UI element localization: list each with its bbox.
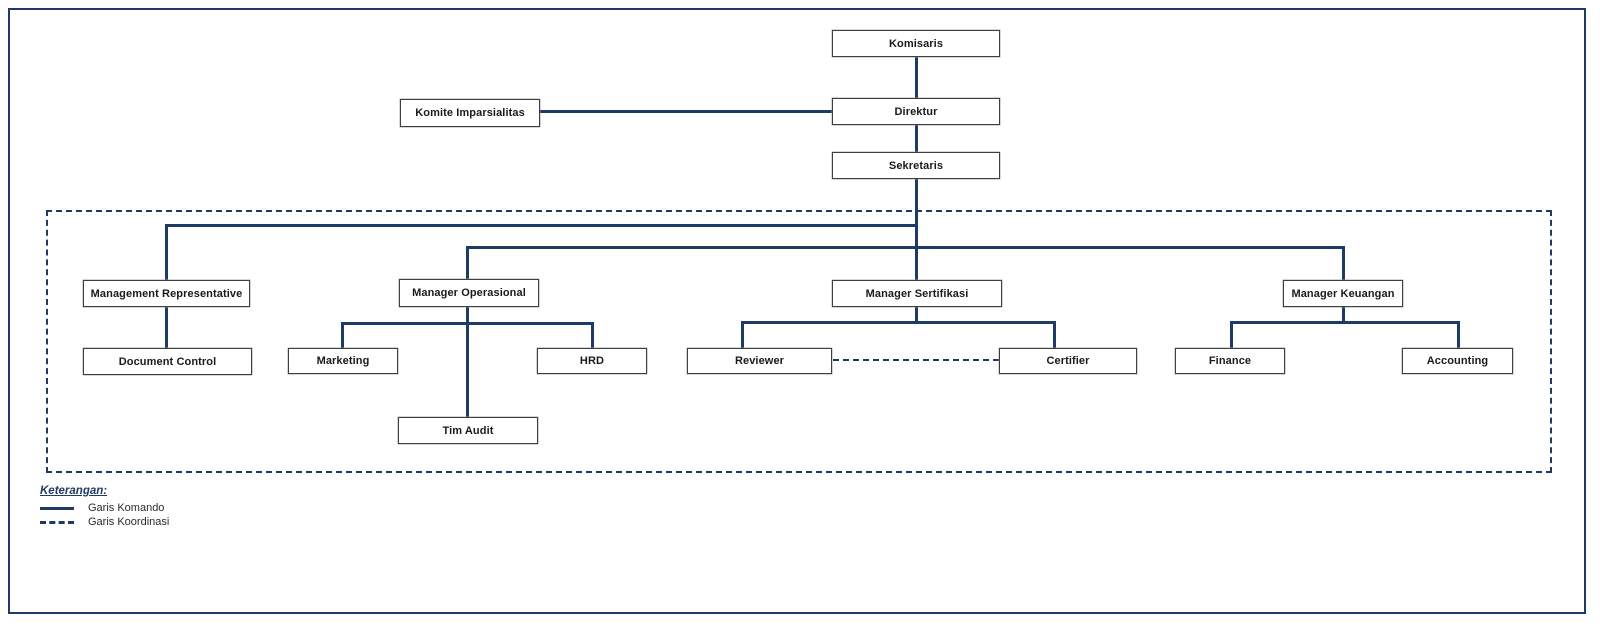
node-sekretaris: Sekretaris <box>832 152 1000 179</box>
connector-direktur-sekretaris <box>915 124 918 153</box>
branch-managers <box>466 246 1345 249</box>
node-accounting: Accounting <box>1402 348 1513 374</box>
coordination-zone-border <box>46 210 1552 473</box>
legend-heading: Keterangan: <box>40 485 108 497</box>
legend-item-coordination: Garis Koordinasi <box>40 515 169 529</box>
branch-sertifikasi-children <box>741 321 1056 324</box>
riser-hrd <box>591 322 594 349</box>
connector-sekretaris-trunk <box>915 178 918 281</box>
riser-reviewer <box>741 321 744 349</box>
riser-marketing <box>341 322 344 349</box>
legend-item-coordination-label: Garis Koordinasi <box>88 516 170 528</box>
branch-keuangan-children <box>1230 321 1460 324</box>
connector-keuangan-down <box>1342 306 1345 324</box>
riser-finance <box>1230 321 1233 349</box>
connector-operasional-tim-audit <box>466 306 469 418</box>
riser-manager-keuangan <box>1342 246 1345 281</box>
connector-sertifikasi-down <box>915 306 918 324</box>
legend-item-command-label: Garis Komando <box>88 502 165 514</box>
legend-item-command: Garis Komando <box>40 501 169 515</box>
node-management-representative: Management Representative <box>83 280 250 307</box>
node-marketing: Marketing <box>288 348 398 374</box>
node-document-control: Document Control <box>83 348 252 375</box>
node-tim-audit: Tim Audit <box>398 417 538 444</box>
branch-management-representative <box>165 224 918 227</box>
node-direktur: Direktur <box>832 98 1000 125</box>
dashed-line-swatch <box>40 520 74 524</box>
node-manager-operasional: Manager Operasional <box>399 279 539 307</box>
node-reviewer: Reviewer <box>687 348 832 374</box>
node-finance: Finance <box>1175 348 1285 374</box>
node-manager-keuangan: Manager Keuangan <box>1283 280 1403 307</box>
connector-komite-direktur <box>540 110 833 113</box>
solid-line-swatch <box>40 506 74 510</box>
connector-mr-document-control <box>165 306 168 349</box>
riser-accounting <box>1457 321 1460 349</box>
node-manager-sertifikasi: Manager Sertifikasi <box>832 280 1002 307</box>
node-hrd: HRD <box>537 348 647 374</box>
node-komisaris: Komisaris <box>832 30 1000 57</box>
riser-management-representative <box>165 224 168 281</box>
legend: Keterangan: Garis Komando Garis Koordina… <box>40 485 169 529</box>
coordination-reviewer-certifier <box>833 359 999 361</box>
node-komite-imparsialitas: Komite Imparsialitas <box>400 99 540 127</box>
riser-manager-operasional <box>466 246 469 281</box>
connector-komisaris-direktur <box>915 56 918 99</box>
branch-operasional-children <box>341 322 594 325</box>
page-border <box>8 8 1586 614</box>
node-certifier: Certifier <box>999 348 1137 374</box>
riser-certifier <box>1053 321 1056 349</box>
